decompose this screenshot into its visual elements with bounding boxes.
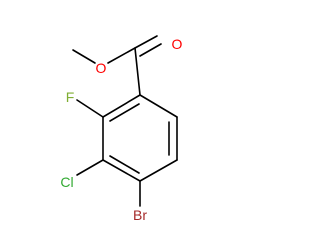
fluorine-label: F: [66, 89, 75, 105]
bromine-label: Br: [133, 207, 147, 223]
ring-bond-c3-c4: [102, 159, 141, 182]
bond-carbonyl-double-2: [139, 43, 162, 57]
bond-fluorine: [76, 99, 104, 118]
molecule-structure: O O F Cl Br: [60, 35, 183, 223]
bond-ester-oxygen-carbonyl-carbon: [107, 47, 136, 64]
chlorine-label: Cl: [60, 174, 73, 190]
ring-inner-double-c3-c4: [109, 155, 140, 174]
bonds: [72, 35, 178, 207]
ring-inner-double-c1-c2: [109, 103, 140, 122]
atom-labels: O O F Cl Br: [60, 36, 182, 223]
ring-bond-c1-c2: [102, 94, 141, 118]
bond-carbonyl-double-1: [134, 35, 158, 49]
bond-methyl-ester-oxygen: [72, 49, 96, 64]
bond-chlorine: [76, 159, 104, 176]
ring-bond-c4-c5: [139, 159, 178, 182]
bond-carbonyl-ring: [134, 47, 141, 96]
carbonyl-oxygen-label: O: [172, 36, 183, 52]
ester-oxygen-label: O: [96, 60, 107, 76]
ring-bond-c6-c1: [139, 94, 178, 118]
